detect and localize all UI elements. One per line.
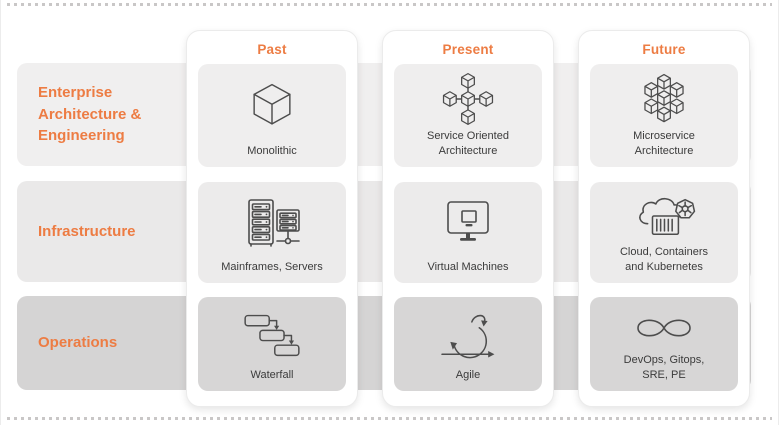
waterfall-steps-icon [240,297,304,368]
cell-virtual-machines: Virtual Machines [394,182,542,283]
virtual-machine-icon [438,182,498,260]
cell-caption: Cloud, Containers and Kubernetes [619,246,709,273]
agile-sprint-loop-icon [439,297,497,368]
infinity-icon [632,297,696,353]
cell-caption: DevOps, Gitops, SRE, PE [623,354,705,381]
cell-caption: Mainframes, Servers [221,260,323,273]
cell-caption: Monolithic [247,144,297,157]
bottom-dotted-divider [7,417,772,420]
cell-devops-gitops-sre-pe: DevOps, Gitops, SRE, PE [590,297,738,391]
row-label-operations: Operations [38,334,118,352]
cell-caption: Agile [455,368,481,381]
cell-microservice-architecture: Microservice Architecture [590,64,738,167]
column-card-past: Past Monolithic [186,30,358,407]
column-card-present: Present [382,30,554,407]
column-header-present: Present [442,42,494,57]
cell-caption: Microservice Architecture [633,130,695,157]
cell-waterfall: Waterfall [198,297,346,391]
cloud-container-kubernetes-icon [629,182,699,245]
cell-caption: Virtual Machines [427,260,509,273]
cell-service-oriented-architecture: Service Oriented Architecture [394,64,542,167]
column-card-future: Future [578,30,750,407]
cell-caption: Waterfall [250,368,294,381]
mainframe-servers-icon [237,182,307,260]
row-label-enterprise-architecture: Enterprise Architecture & Engineering [38,83,142,145]
column-header-future: Future [642,42,686,57]
top-dotted-divider [7,3,772,6]
cell-cloud-containers-kubernetes: Cloud, Containers and Kubernetes [590,182,738,283]
cell-mainframes-servers: Mainframes, Servers [198,182,346,283]
cell-agile: Agile [394,297,542,391]
row-label-infrastructure: Infrastructure [38,222,136,240]
column-header-past: Past [257,42,287,57]
cell-caption: Service Oriented Architecture [427,130,509,157]
cell-monolithic: Monolithic [198,64,346,167]
connected-cubes-icon [439,64,497,129]
cube-cluster-icon [635,64,693,129]
cube-icon [247,64,297,144]
